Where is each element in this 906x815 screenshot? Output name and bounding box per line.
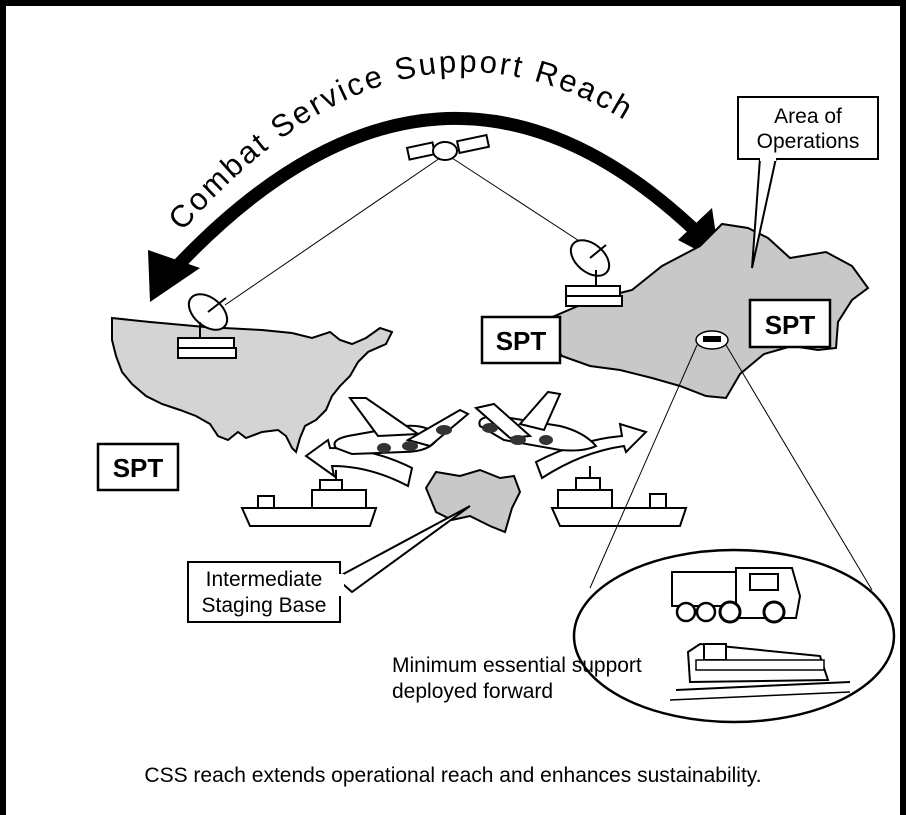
- locomotive-icon: [669, 642, 851, 701]
- airlift-arrow-west: [304, 438, 414, 488]
- satellite-dish-east-icon: [565, 239, 623, 307]
- cargo-plane-east-icon: [473, 390, 598, 452]
- cargo-ship-east-icon: [550, 466, 688, 527]
- satellite-link-west: [224, 157, 441, 306]
- minimum-support-line2: deployed forward: [392, 680, 553, 703]
- satellite-dish-west-icon: [177, 293, 237, 359]
- staging-base-line1: Intermediate: [206, 568, 323, 591]
- cargo-plane-west-icon: [333, 397, 470, 456]
- diagram-caption: CSS reach extends operational reach and …: [144, 764, 761, 787]
- us-map: [111, 316, 394, 454]
- truck-icon: [671, 567, 802, 624]
- spt-box-port: SPT: [480, 315, 562, 365]
- spt-box-aoo: SPT: [748, 298, 832, 349]
- satellite-icon: [405, 133, 491, 161]
- svg-text:SPT: SPT: [113, 453, 164, 483]
- satellite-link-east: [451, 157, 591, 249]
- staging-base-line2: Staging Base: [202, 594, 327, 617]
- area-of-operations-map: [549, 222, 870, 400]
- zoom-line-right: [725, 344, 873, 591]
- forward-support-marker-icon: [695, 330, 729, 350]
- svg-text:SPT: SPT: [765, 310, 816, 340]
- staging-base-callout: Intermediate Staging Base: [187, 505, 471, 623]
- cargo-ship-west-icon: [240, 470, 378, 527]
- zoom-line-left: [589, 344, 698, 589]
- area-of-operations-callout: Area of Operations: [737, 96, 879, 269]
- svg-text:SPT: SPT: [496, 326, 547, 356]
- spt-box-us: SPT: [96, 442, 180, 492]
- area-of-operations-line2: Operations: [757, 130, 860, 153]
- area-of-operations-line1: Area of: [774, 105, 842, 128]
- minimum-support-line1: Minimum essential support: [392, 654, 642, 677]
